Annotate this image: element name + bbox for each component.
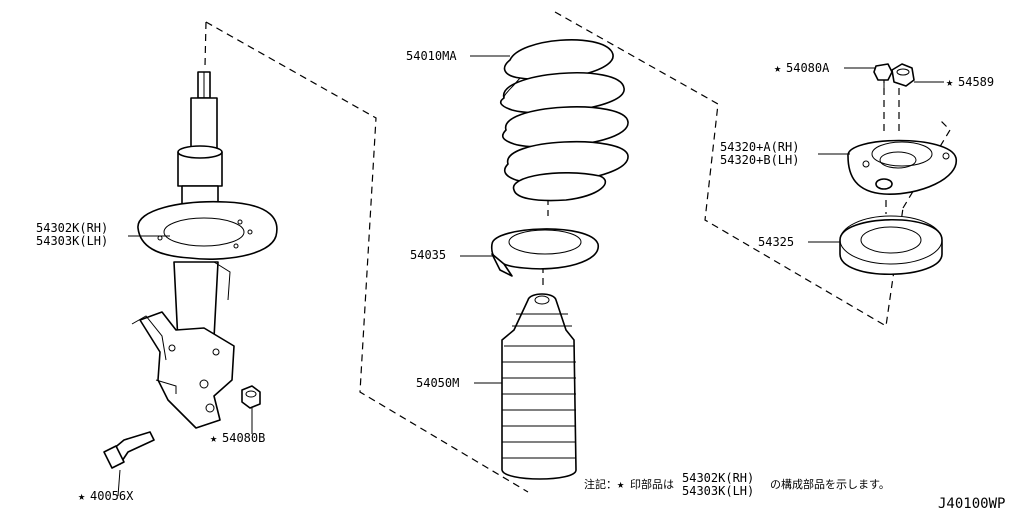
nut-mount-small-drawing [873,63,893,90]
label-bound-bumper: 54050M [416,376,459,390]
leader-lines [117,55,944,497]
label-bearing: 54325 [758,235,794,249]
footnote-part-lh: 54303K(LH) [682,484,754,498]
star-icon: ★ [946,75,953,89]
footnote-text-1: 印部品は [630,477,674,491]
footnote-text-2: の構成部品を示します。 [770,477,890,491]
nut-mount-drawing [891,63,915,87]
label-strut-mount-rh: 54320+A(RH) [720,140,799,154]
label-strut-mount-lh: 54320+B(LH) [720,153,799,167]
assembly-frame-left [204,21,529,493]
label-strut-mount: 54320+A(RH) 54320+B(LH) [720,140,799,167]
label-bolt: ★ 40056X [78,489,134,503]
bolt-drawing [103,431,155,469]
label-strut-lh: 54303K(LH) [36,234,108,248]
star-icon: ★ [78,489,85,503]
label-spring-seat: 54035 [410,248,446,262]
label-nut-mount-small: ★ 54080A [774,61,830,75]
footnote-part-rh: 54302K(RH) [682,471,754,485]
bound-bumper-drawing [501,293,577,480]
nut-strut-drawing [241,385,261,409]
label-nut-mount: ★ 54589 [946,75,994,89]
diagram-code: J40100WP [938,496,1005,512]
star-icon: ★ [617,477,624,491]
strut-mount-drawing [847,139,957,195]
label-bolt-part: 40056X [90,489,134,503]
star-icon: ★ [210,431,217,445]
label-nut-mount-small-part: 54080A [786,61,830,75]
star-icon: ★ [774,61,781,75]
coil-spring-drawing [499,39,629,202]
footnote-prefix: 注記： [584,477,617,491]
label-strut: 54302K(RH) 54303K(LH) [36,221,108,248]
footnote: 注記： ★ 印部品は 54302K(RH) 54303K(LH) の構成部品を示… [584,471,890,498]
label-coil-spring: 54010MA [406,49,457,63]
label-nut-mount-part: 54589 [958,75,994,89]
spring-seat-drawing [490,228,599,277]
label-strut-rh: 54302K(RH) [36,221,108,235]
label-nut-strut: ★ 54080B [210,431,265,445]
label-nut-strut-part: 54080B [222,431,265,445]
strut-drawing [131,71,278,429]
bearing-drawing [839,215,943,275]
